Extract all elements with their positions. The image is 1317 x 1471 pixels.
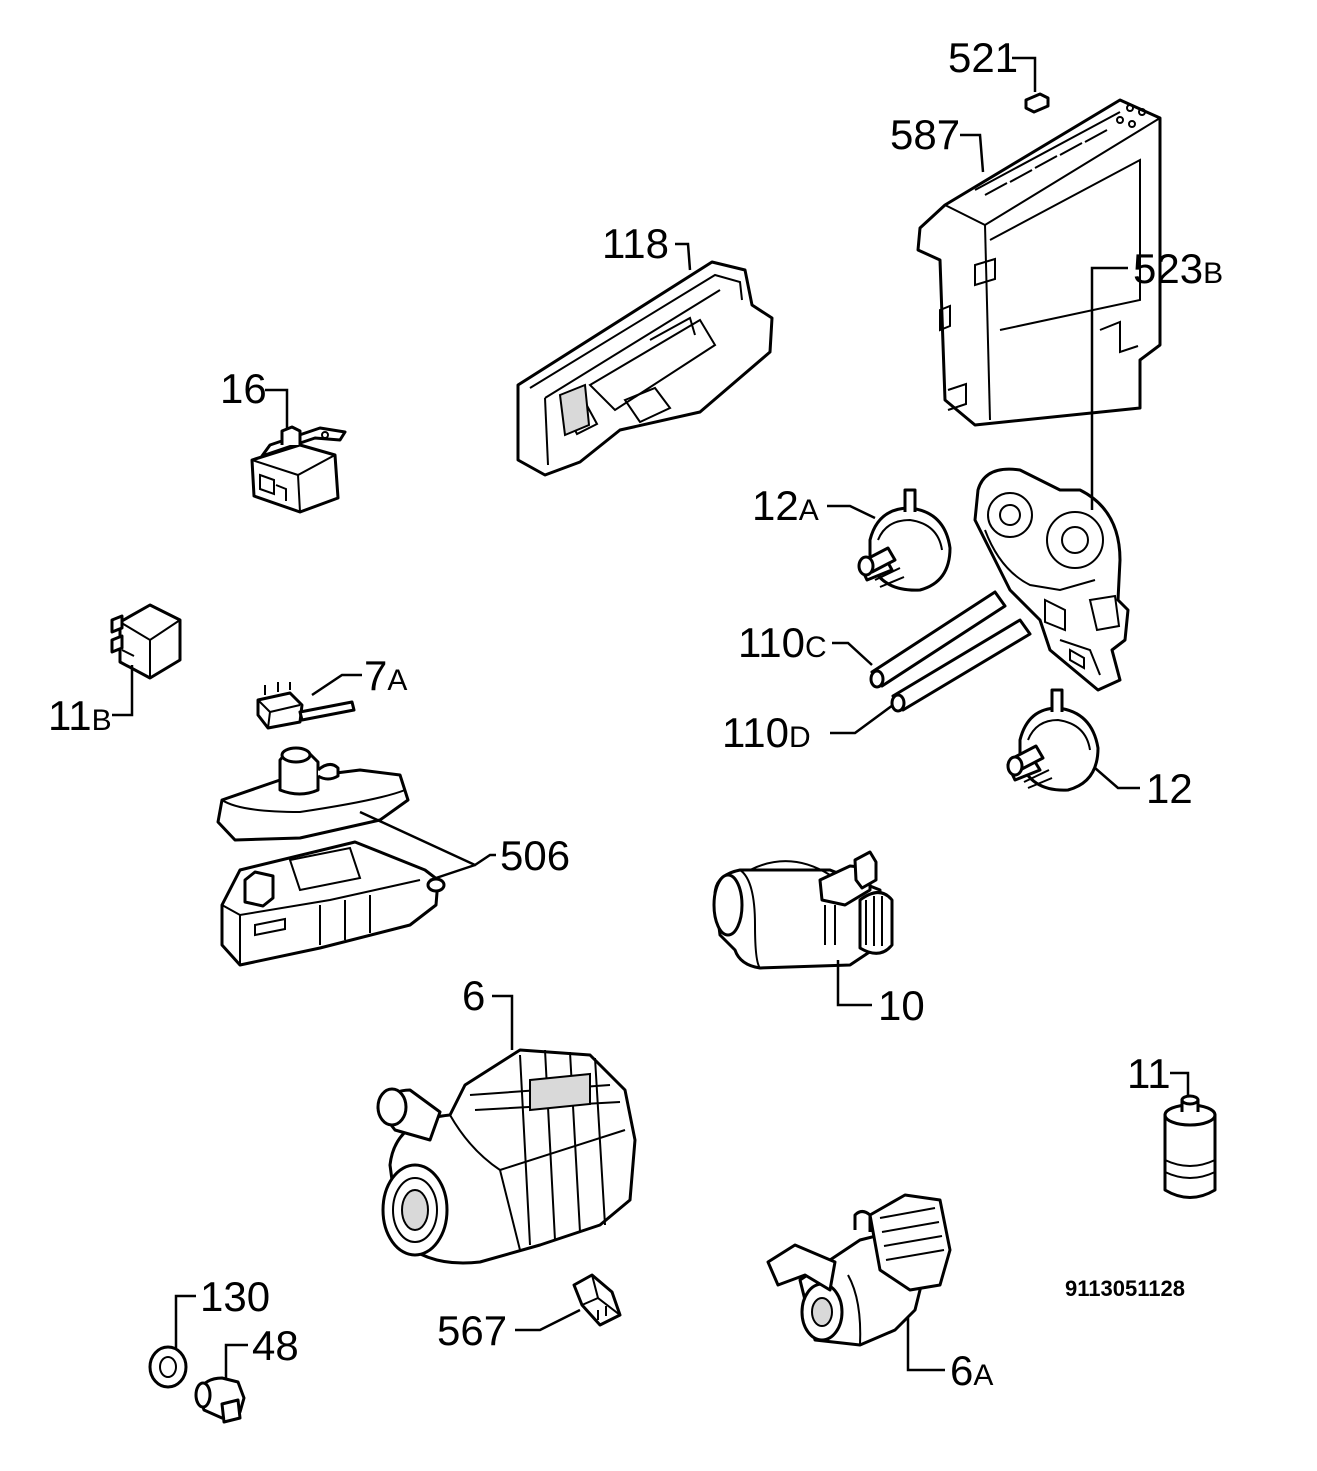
part-48-plug <box>194 1343 248 1424</box>
part-110c-hose <box>832 590 1007 689</box>
label-12: 12 <box>1146 765 1193 812</box>
part-587-control-module <box>916 98 1162 427</box>
part-6a-drain-pump <box>766 1193 952 1372</box>
part-118-dispenser <box>516 242 774 477</box>
label-6a: 6A <box>950 1347 994 1394</box>
label-12a: 12A <box>752 482 819 529</box>
label-6: 6 <box>462 972 486 1019</box>
label-11b: 11B <box>48 692 112 739</box>
part-11-capacitor <box>1163 1071 1217 1199</box>
part-506-air-break <box>216 746 496 967</box>
part-7a-sensor <box>256 673 362 730</box>
part-6-circulation-pump <box>376 994 637 1265</box>
part-12-pressure-switch <box>1006 688 1140 792</box>
label-48: 48 <box>252 1322 299 1369</box>
document-number: 9113051128 <box>1065 1276 1185 1301</box>
label-523b: 523B <box>1133 245 1224 292</box>
label-587: 587 <box>890 111 961 158</box>
label-118: 118 <box>602 220 669 267</box>
part-16-switch <box>250 388 347 514</box>
part-10-heater <box>712 850 894 1007</box>
label-110c: 110C <box>738 619 827 666</box>
label-521: 521 <box>948 34 1019 81</box>
part-12a-pressure-switch <box>827 488 952 592</box>
label-16: 16 <box>220 365 267 412</box>
label-506: 506 <box>500 832 571 879</box>
part-110d-hose <box>830 618 1032 735</box>
label-10: 10 <box>878 982 925 1029</box>
label-567: 567 <box>437 1307 508 1354</box>
label-130: 130 <box>200 1273 271 1320</box>
part-521-connector <box>1012 56 1050 114</box>
part-523b-distribution-unit <box>973 266 1130 692</box>
part-11b-relay <box>110 603 182 717</box>
part-130-seal <box>148 1294 196 1389</box>
label-11: 11 <box>1127 1050 1171 1097</box>
label-7a: 7A <box>364 652 408 699</box>
part-567-clip <box>515 1273 622 1332</box>
label-110d: 110D <box>722 709 811 756</box>
